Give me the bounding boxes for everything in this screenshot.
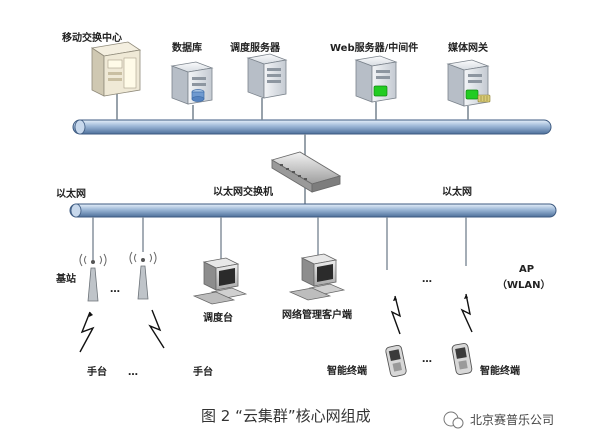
smart-terminal-2	[451, 343, 473, 375]
dots-mid: …	[422, 274, 432, 285]
wireless-signals	[79, 293, 473, 353]
smart-terminal-1	[385, 344, 407, 378]
dots-top: …	[110, 284, 120, 295]
label-handset-1: 手台	[87, 365, 107, 378]
database-server	[170, 61, 214, 105]
web-server	[354, 55, 398, 103]
access-links	[92, 217, 467, 270]
top-network-bus	[72, 119, 552, 135]
dots-bottom: …	[422, 354, 432, 365]
mobile-switching-center	[90, 41, 142, 97]
base-station-2	[129, 251, 157, 300]
base-station-1	[79, 253, 107, 302]
label-ethernet-right: 以太网	[442, 185, 472, 198]
dispatch-server	[246, 53, 288, 99]
media-gateway	[446, 59, 491, 107]
dots-handset: …	[128, 367, 138, 378]
label-smart-terminal-2: 智能终端	[480, 364, 520, 377]
ethernet-switch	[270, 151, 342, 193]
label-handset-2: 手台	[193, 365, 213, 378]
label-web-server: Web服务器/中间件	[330, 41, 418, 54]
label-network-client: 网络管理客户端	[282, 308, 352, 321]
dispatch-console	[192, 257, 248, 305]
server-links	[116, 92, 469, 120]
label-dispatch-server: 调度服务器	[230, 41, 281, 54]
label-ethernet-left: 以太网	[56, 187, 86, 200]
label-base-station: 基站	[55, 272, 76, 285]
network-management-client	[288, 253, 346, 301]
label-mobile-center: 移动交换中心	[62, 31, 122, 44]
label-smart-terminal-1: 智能终端	[327, 364, 367, 377]
label-media-gateway: 媒体网关	[447, 41, 488, 54]
label-wlan: （WLAN）	[497, 278, 551, 291]
ethernet-bus	[69, 203, 557, 218]
label-dispatch-console: 调度台	[203, 311, 233, 324]
figure-caption: 图 2 “云集群”核心网组成	[201, 407, 371, 425]
label-ap: AP	[519, 264, 534, 275]
label-database: 数据库	[172, 41, 202, 54]
wechat-icon	[443, 411, 464, 429]
label-switch: 以太网交换机	[213, 185, 273, 198]
watermark: 北京赛普乐公司	[470, 412, 554, 427]
